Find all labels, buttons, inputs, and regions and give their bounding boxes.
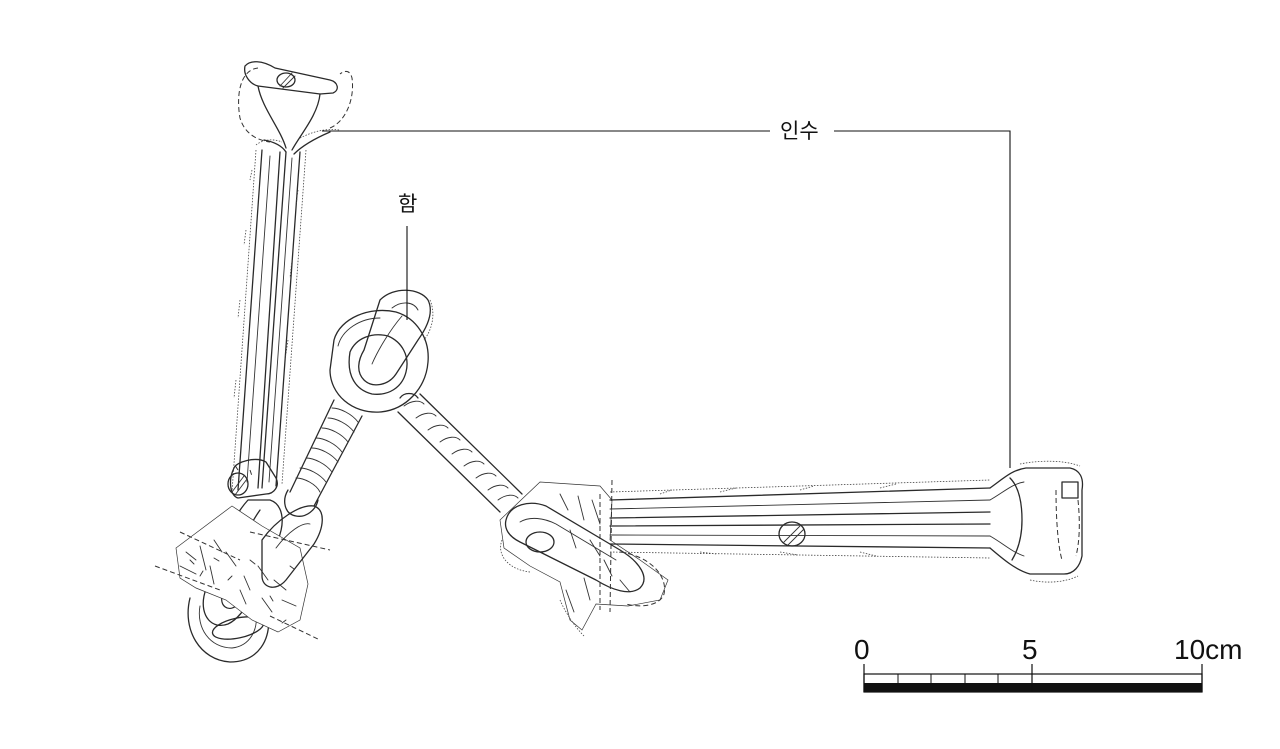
scale-tick-0: 0	[854, 634, 870, 665]
left-twisted-bit	[284, 399, 363, 517]
scale-bar	[863, 664, 1203, 693]
label-insu: 인수	[776, 121, 823, 142]
scale-tick-5: 5	[1022, 634, 1038, 665]
right-cheekpiece	[499, 460, 1084, 637]
leader-lines	[322, 130, 1011, 468]
right-twisted-bit	[397, 392, 523, 513]
scale-tick-10cm: 10cm	[1174, 634, 1243, 665]
center-ring-and-bits	[284, 289, 523, 517]
label-ham: 함	[398, 192, 418, 216]
left-cheekpiece	[154, 61, 354, 663]
